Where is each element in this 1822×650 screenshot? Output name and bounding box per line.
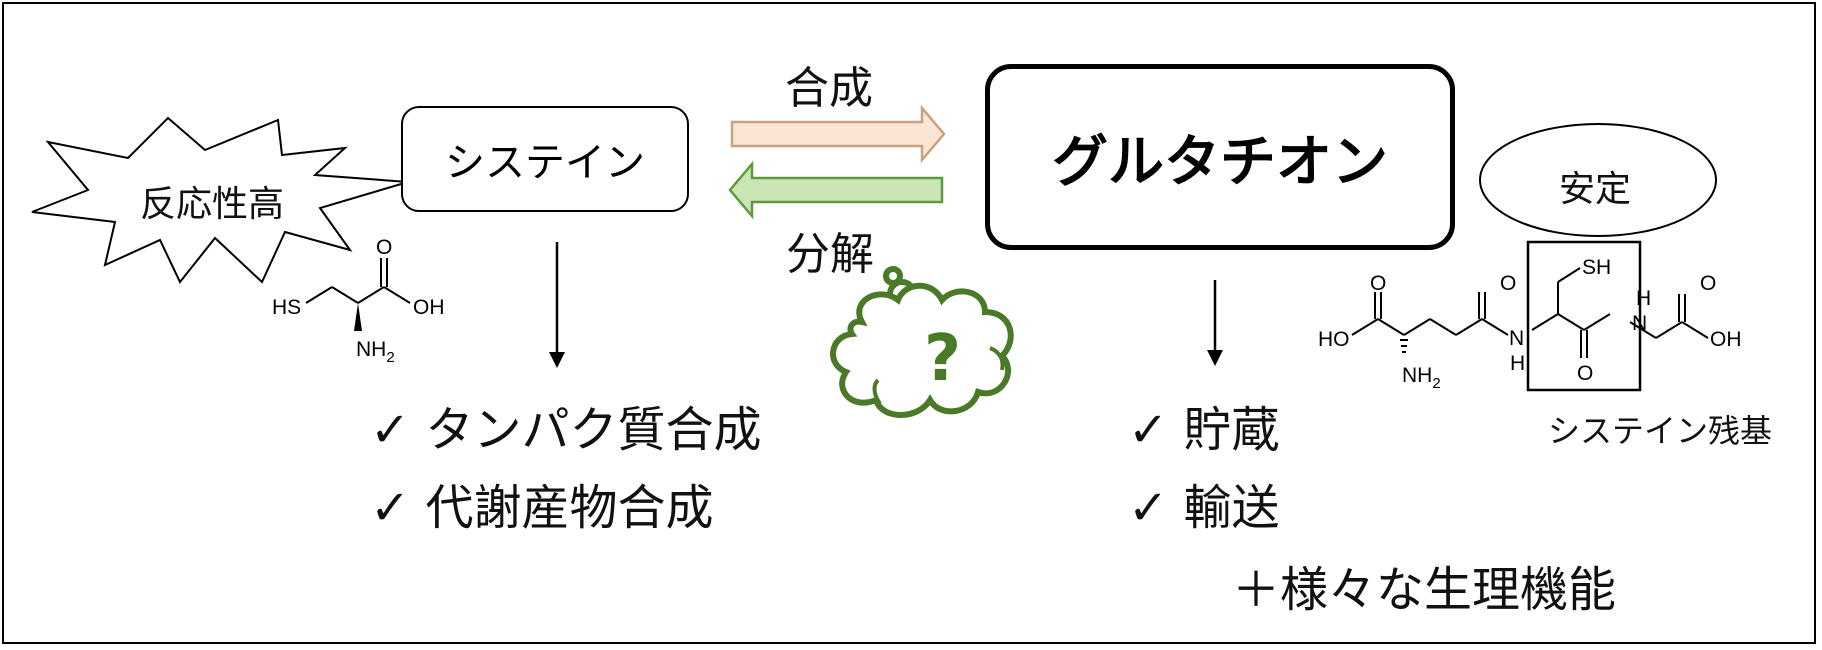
synthesis-arrow — [730, 104, 946, 164]
glutathione-o2-label: O — [1500, 272, 1516, 295]
glutathione-o1-label: O — [1370, 272, 1386, 295]
cysteine-use-metabolite: ✓ 代謝産物合成 — [370, 480, 714, 536]
glutathione-structure — [1351, 267, 1709, 358]
reactivity-label: 反応性高 — [140, 184, 285, 225]
degradation-label: 分解 — [786, 229, 874, 280]
cysteine-oh-label: OH — [413, 296, 445, 319]
cysteine-use-protein: ✓ タンパク質合成 — [370, 402, 762, 458]
cysteine-hs-label: HS — [272, 296, 301, 319]
glutathione-use-transport: ✓ 輸送 — [1128, 480, 1280, 536]
glutathione-n1-label: N — [1509, 327, 1524, 350]
glutathione-o3-label: O — [1577, 362, 1593, 385]
synthesis-label: 合成 — [785, 63, 873, 114]
reactivity-starburst — [31, 116, 409, 284]
glutathione-down-arrow — [1207, 280, 1223, 366]
glutathione-ho-label: HO — [1318, 328, 1350, 351]
glutathione-h2-label: H — [1636, 287, 1651, 310]
glutathione-use-storage: ✓ 貯蔵 — [1128, 402, 1280, 458]
cysteine-box: システイン — [401, 106, 689, 212]
cysteine-residue-label: システイン残基 — [1548, 412, 1773, 450]
stable-ellipse — [1479, 123, 1717, 237]
glutathione-o4-label: O — [1700, 272, 1716, 295]
glutathione-label: グルタチオン — [1052, 129, 1388, 195]
cysteine-structure — [305, 258, 411, 331]
question-mark: ? — [924, 322, 962, 396]
glutathione-h1-label: H — [1510, 352, 1525, 375]
thought-cloud — [830, 266, 1014, 418]
glutathione-n2-label: N — [1632, 312, 1647, 335]
glutathione-sh-label: SH — [1582, 256, 1611, 279]
cysteine-down-arrow — [549, 242, 565, 368]
glutathione-nh2-label: NH2 — [1402, 364, 1441, 392]
cysteine-o-label: O — [376, 236, 392, 259]
glutathione-oh-label: OH — [1710, 328, 1742, 351]
cysteine-residue-box — [1526, 240, 1642, 392]
cysteine-nh2-label: NH2 — [356, 338, 395, 366]
glutathione-box: グルタチオン — [985, 64, 1455, 250]
more-functions-label: ＋様々な生理機能 — [1232, 562, 1617, 618]
degradation-arrow — [728, 160, 944, 220]
cysteine-label: システイン — [445, 140, 645, 186]
stable-label: 安定 — [1559, 169, 1632, 210]
